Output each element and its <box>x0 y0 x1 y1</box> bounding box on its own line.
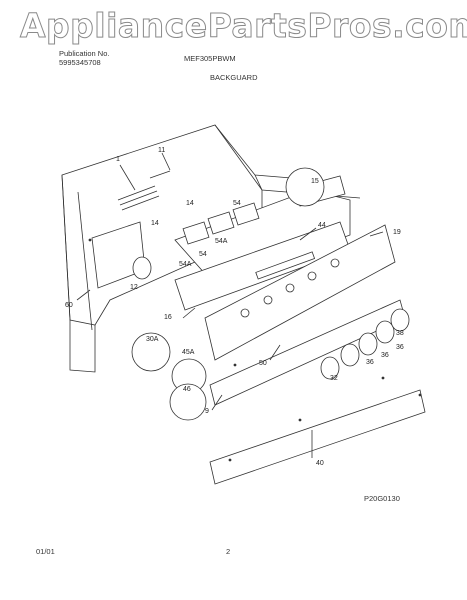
callout: 19 <box>393 229 401 236</box>
callout: 36 <box>366 359 374 366</box>
diagram-code: P20G0130 <box>364 494 400 503</box>
callout: 11 <box>158 147 166 154</box>
control-panel <box>204 224 396 361</box>
callout: 36 <box>381 352 389 359</box>
section-title: BACKGUARD <box>210 73 258 82</box>
callout: 54 <box>233 200 241 207</box>
knob-row <box>320 308 410 380</box>
model-number: MEF305PBWM <box>184 54 236 63</box>
callout: 14 <box>186 200 194 207</box>
watermark-logo: AppliancePartsPros.com <box>19 6 467 46</box>
callout: 54A <box>179 261 192 268</box>
callout: 40 <box>316 460 324 467</box>
callout: 12 <box>130 284 138 291</box>
callout: 32 <box>330 375 338 382</box>
callout: 1 <box>116 156 120 163</box>
callout: 46 <box>183 386 191 393</box>
callout: 15 <box>311 178 319 185</box>
leader-lines <box>76 152 384 458</box>
callout: 54 <box>199 251 207 258</box>
callout: 50 <box>259 360 267 367</box>
callout: 16 <box>164 314 172 321</box>
footer-page-number: 2 <box>226 547 231 556</box>
detail-circles <box>131 167 325 421</box>
callout: 14 <box>151 220 159 227</box>
callout: 30A <box>146 336 159 343</box>
footer-date: 01/01 <box>36 547 55 556</box>
callout: 45A <box>182 349 195 356</box>
callout: 60 <box>65 302 73 309</box>
publication-number: 5995345708 <box>59 58 101 67</box>
back-panel <box>61 124 263 373</box>
callout: 38 <box>396 330 404 337</box>
callout: 9 <box>205 408 209 415</box>
bottom-strip <box>209 389 426 485</box>
publication-label: Publication No. <box>59 49 110 58</box>
oval-fastener <box>132 256 152 280</box>
callout: 44 <box>318 222 326 229</box>
callout: 54A <box>215 238 228 245</box>
screw-dots <box>88 238 422 462</box>
callout: 36 <box>396 344 404 351</box>
